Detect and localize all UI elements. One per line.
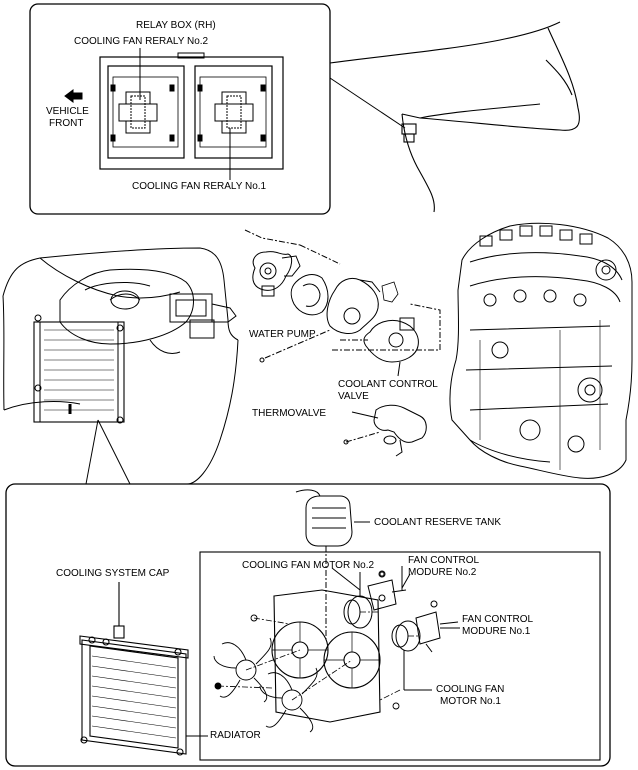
vehicle-front-label-2: FRONT	[49, 118, 84, 129]
relay-no1-label: COOLING FAN RERALY No.1	[132, 181, 267, 192]
coolant-control-valve	[332, 303, 441, 377]
coolant-control-label-2: VALVE	[338, 391, 369, 402]
fan-shroud	[271, 589, 381, 723]
vehicle-front-arrow	[64, 89, 83, 103]
cooling-fan-relay-no2	[107, 65, 185, 159]
fan-control-no2-label-1: FAN CONTROL	[408, 555, 480, 566]
pump-housing	[259, 244, 399, 363]
vehicle-front-label-1: VEHICLE	[46, 106, 89, 117]
relay-box	[99, 56, 284, 170]
vehicle-engine-bay	[2, 247, 239, 485]
water-pump	[244, 229, 329, 316]
cooling-components-frame	[5, 483, 611, 767]
thermovalve-label: THERMOVALVE	[252, 408, 327, 419]
radiator	[79, 582, 208, 756]
fan-control-no1-label-1: FAN CONTROL	[462, 614, 534, 625]
fan-control-no1-label-2: MODURE No.1	[462, 626, 531, 637]
fan-control-module-no2	[367, 566, 407, 611]
thermovalve	[343, 404, 427, 457]
relay-no2-label: COOLING FAN RERALY No.2	[74, 36, 209, 47]
fan-motor-no2-label: COOLING FAN MOTOR No.2	[242, 560, 375, 571]
cooling-fan-relay-no1	[194, 65, 273, 159]
fan-control-module-no1	[415, 600, 460, 653]
radiator-label: RADIATOR	[210, 730, 261, 741]
fan-motor-no1-label-1: COOLING FAN	[436, 684, 505, 695]
cooling-fan-blade-right	[259, 667, 318, 733]
fan-control-no2-label-2: MODURE No.2	[408, 567, 477, 578]
engine-block	[449, 222, 633, 479]
cooling-system-cap-label: COOLING SYSTEM CAP	[56, 568, 170, 579]
relay-inset-frame	[29, 3, 331, 215]
water-pump-label: WATER PUMP	[249, 329, 316, 340]
coolant-control-label-1: COOLANT CONTROL	[338, 379, 438, 390]
fan-assembly-frame	[199, 551, 601, 761]
coolant-reserve-tank	[295, 489, 370, 640]
relay-box-label: RELAY BOX (RH)	[136, 20, 216, 31]
cooling-fan-blade-left	[213, 637, 272, 703]
vehicle-front-body	[329, 21, 580, 213]
cooling-fan-motor-no1	[391, 620, 432, 691]
coolant-reserve-tank-label: COOLANT RESERVE TANK	[374, 517, 502, 528]
fan-motor-no1-label-2: MOTOR No.1	[440, 696, 501, 707]
